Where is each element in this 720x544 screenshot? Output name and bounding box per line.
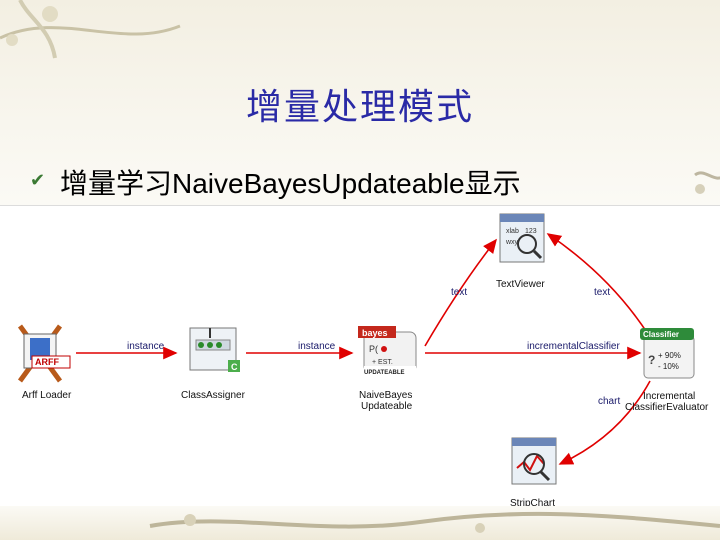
edge-eval-to-viewer <box>546 233 649 335</box>
node-label-text-viewer: TextViewer <box>496 279 545 290</box>
bullet-text: 增量学习NaiveBayesUpdateable显示 <box>60 168 521 199</box>
class-badge: C <box>231 362 238 372</box>
naive-bayes-icon: bayes P( + EST. UPDATEABLE <box>358 326 417 376</box>
edge-label-instance-1: instance <box>127 341 165 352</box>
svg-text:wxy: wxy <box>505 239 519 246</box>
svg-text:P(: P( <box>369 344 378 354</box>
svg-text:- 10%: - 10% <box>658 362 679 371</box>
edge-eval-to-chart <box>558 380 651 465</box>
edge-bayes-to-viewer <box>424 238 497 347</box>
svg-text:UPDATEABLE: UPDATEABLE <box>364 370 405 376</box>
node-label-arff-loader: Arff Loader <box>22 390 72 401</box>
bayes-badge: bayes <box>362 328 388 338</box>
node-class-assigner[interactable]: C ClassAssigner <box>181 327 246 401</box>
text-viewer-icon: xlab 123 wxy <box>499 213 545 263</box>
strip-chart-icon <box>511 437 557 485</box>
node-incremental-classifier-evaluator[interactable]: Classifier + 90% - 10% ? Incremental Cla… <box>625 328 709 413</box>
node-strip-chart[interactable]: StripChart <box>510 437 557 509</box>
edge-label-text-left: text <box>451 287 467 298</box>
svg-text:123: 123 <box>525 228 537 235</box>
node-naive-bayes-updateable[interactable]: bayes P( + EST. UPDATEABLE NaiveBayes Up… <box>358 326 417 412</box>
svg-text:?: ? <box>648 353 655 367</box>
node-label-updateable: Updateable <box>361 401 413 412</box>
vine-decoration-right <box>694 171 720 194</box>
node-label-naive-bayes: NaiveBayes <box>359 390 412 401</box>
node-arff-loader[interactable]: ARFF Arff Loader <box>17 324 72 401</box>
flow-diagram: instance instance incrementalClassifier … <box>17 213 709 509</box>
slide-title: 增量处理模式 <box>245 87 474 128</box>
edge-label-chart: chart <box>598 396 620 407</box>
node-text-viewer[interactable]: xlab 123 wxy TextViewer <box>496 213 545 290</box>
node-label-class-assigner: ClassAssigner <box>181 390 246 401</box>
node-label-incremental: Incremental <box>643 391 695 402</box>
svg-text:+ EST.: + EST. <box>372 359 393 366</box>
node-label-strip-chart: StripChart <box>510 498 555 509</box>
knowledge-flow-canvas: instance instance incrementalClassifier … <box>0 205 720 521</box>
node-label-classifier-evaluator: ClassifierEvaluator <box>625 402 709 413</box>
bottom-decoration-band <box>0 506 720 540</box>
arff-loader-icon: ARFF <box>17 324 71 383</box>
svg-text:+ 90%: + 90% <box>658 351 681 360</box>
vine-decoration-top <box>0 0 181 59</box>
vine-decoration-bottom <box>149 511 720 533</box>
arff-badge: ARFF <box>35 357 59 367</box>
svg-text:xlab: xlab <box>506 228 519 235</box>
class-assigner-icon: C <box>189 327 240 372</box>
edge-label-instance-2: instance <box>298 341 336 352</box>
evaluator-badge: Classifier <box>643 330 679 339</box>
classifier-evaluator-icon: Classifier + 90% - 10% ? <box>640 328 695 379</box>
edge-label-text-right: text <box>594 287 610 298</box>
edge-label-incremental-classifier: incrementalClassifier <box>527 341 620 352</box>
checkmark-bullet-icon: ✔ <box>30 170 46 191</box>
